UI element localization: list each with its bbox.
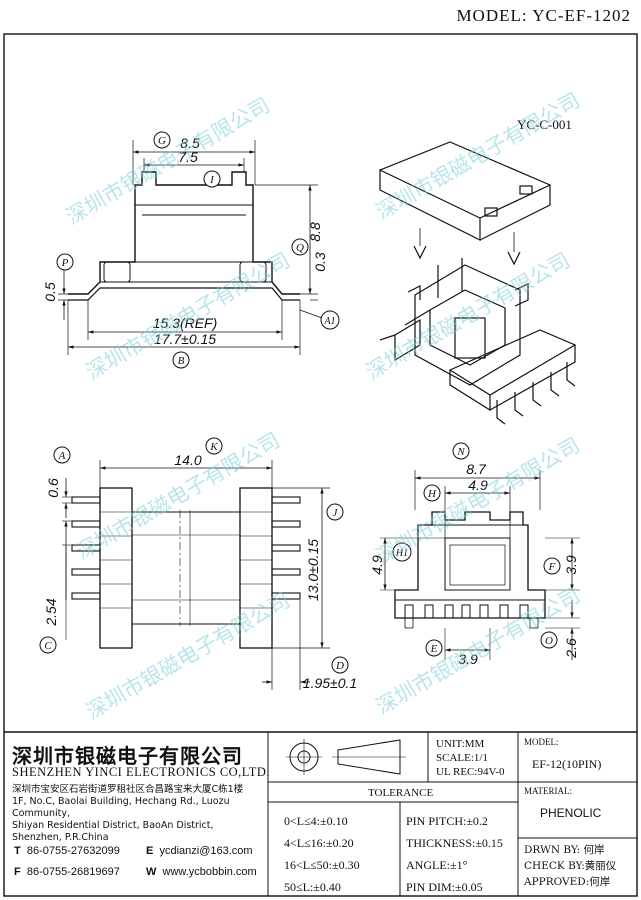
contact-web: W www.ycbobbin.com <box>146 866 257 878</box>
iso-view <box>378 141 577 425</box>
callout-h1: H1 <box>392 542 412 562</box>
model-value: EF-12(10PIN) <box>532 757 602 771</box>
callout-b: B <box>172 351 190 369</box>
callout-e: E <box>425 639 443 657</box>
dim-4-9-top: 4.9 <box>468 477 488 493</box>
svg-text:O: O <box>545 635 553 647</box>
sheet-frame <box>3 33 638 897</box>
dim-8-8: 8.8 <box>307 222 323 242</box>
material-value: PHENOLIC <box>540 806 602 820</box>
bottom-view <box>62 460 330 690</box>
svg-text:J: J <box>333 507 339 519</box>
tolerance-title: TOLERANCE <box>368 787 434 799</box>
front-view <box>58 140 323 355</box>
callout-n: N <box>452 442 470 460</box>
approval-block: DRWN BY: 何岸 CHECK BY:黄丽仪 APPROVED:何岸 <box>524 844 617 888</box>
svg-text:H: H <box>427 488 437 500</box>
svg-text:A1: A1 <box>323 316 335 327</box>
dim-8-5: 8.5 <box>180 135 200 151</box>
side-view <box>380 470 580 660</box>
callout-f: F <box>543 557 561 575</box>
callout-p: P <box>56 253 74 271</box>
svg-text:H1: H1 <box>395 548 408 559</box>
dim-0-5: 0.5 <box>42 282 58 302</box>
dim-2-6: 2.6 <box>563 638 579 659</box>
company-name-en: SHENZHEN YINCI ELECTRONICS CO,LTD. <box>12 765 271 779</box>
callout-j: J <box>326 503 344 521</box>
svg-text:D: D <box>335 660 344 672</box>
tolerance-right: PIN PITCH:±0.2 THICKNESS:±0.15 ANGLE:±1°… <box>406 814 503 894</box>
callout-i: I <box>203 170 221 188</box>
material-label: MATERIAL: <box>524 786 572 796</box>
svg-text:A: A <box>58 450 66 462</box>
company-address: 深圳市宝安区石岩街道罗租社区合昌路宝来大厦C栋1楼 1F, No.C, Baol… <box>12 784 244 843</box>
svg-text:I: I <box>209 174 215 186</box>
svg-text:K: K <box>209 441 218 453</box>
dim-3-9-side: 3.9 <box>563 555 579 575</box>
callout-a: A <box>53 446 71 464</box>
callout-a1: A1 <box>320 310 340 330</box>
callout-q: Q <box>291 238 309 256</box>
callout-c: C <box>39 636 57 654</box>
callout-h: H <box>423 484 441 502</box>
drawing-specs: UNIT:MM SCALE:1/1 UL REC:94V-0 <box>436 738 505 778</box>
callout-o: O <box>540 631 558 649</box>
contact-tel: T 86-0755-27632099 <box>14 845 120 857</box>
dim-4-9-side: 4.9 <box>369 555 385 575</box>
dim-0-6: 0.6 <box>45 478 61 498</box>
tolerance-left: 0<L≤4:±0.10 4<L≤16:±0.20 16<L≤50:±0.30 5… <box>284 814 360 894</box>
dim-8-7: 8.7 <box>466 461 487 477</box>
svg-text:P: P <box>61 257 69 269</box>
dim-0-3: 0.3 <box>312 252 328 272</box>
dim-17-7: 17.7±0.15 <box>154 331 216 347</box>
svg-text:C: C <box>44 640 52 652</box>
dim-13-0: 13.0±0.15 <box>305 539 321 601</box>
dim-7-5: 7.5 <box>178 149 198 165</box>
svg-text:B: B <box>178 355 185 367</box>
dim-3-9-bottom: 3.9 <box>458 651 478 667</box>
callout-d: D <box>331 656 349 674</box>
model-label: MODEL: <box>524 737 559 747</box>
svg-text:G: G <box>158 135 166 147</box>
projection-symbol <box>286 739 406 775</box>
company-name-cn: 深圳市银磁电子有限公司 <box>12 744 243 768</box>
dim-14-0: 14.0 <box>174 452 201 468</box>
dim-1-95: 1.95±0.1 <box>303 675 357 691</box>
svg-text:E: E <box>430 643 438 655</box>
dim-15-3: 15.3(REF) <box>153 315 218 331</box>
svg-text:Q: Q <box>296 242 304 254</box>
svg-text:N: N <box>456 446 465 458</box>
callout-k: K <box>205 437 223 455</box>
model-title: MODEL: YC-EF-1202 <box>456 6 631 25</box>
callout-g: G <box>153 131 171 149</box>
titleblock-grid <box>4 731 637 896</box>
cover-label: YC-C-001 <box>517 117 572 132</box>
svg-text:F: F <box>548 561 556 573</box>
contact-email: E ycdianzi@163.com <box>146 845 253 857</box>
dim-2-54: 2.54 <box>43 598 59 626</box>
contact-fax: F 86-0755-26819697 <box>14 866 120 878</box>
